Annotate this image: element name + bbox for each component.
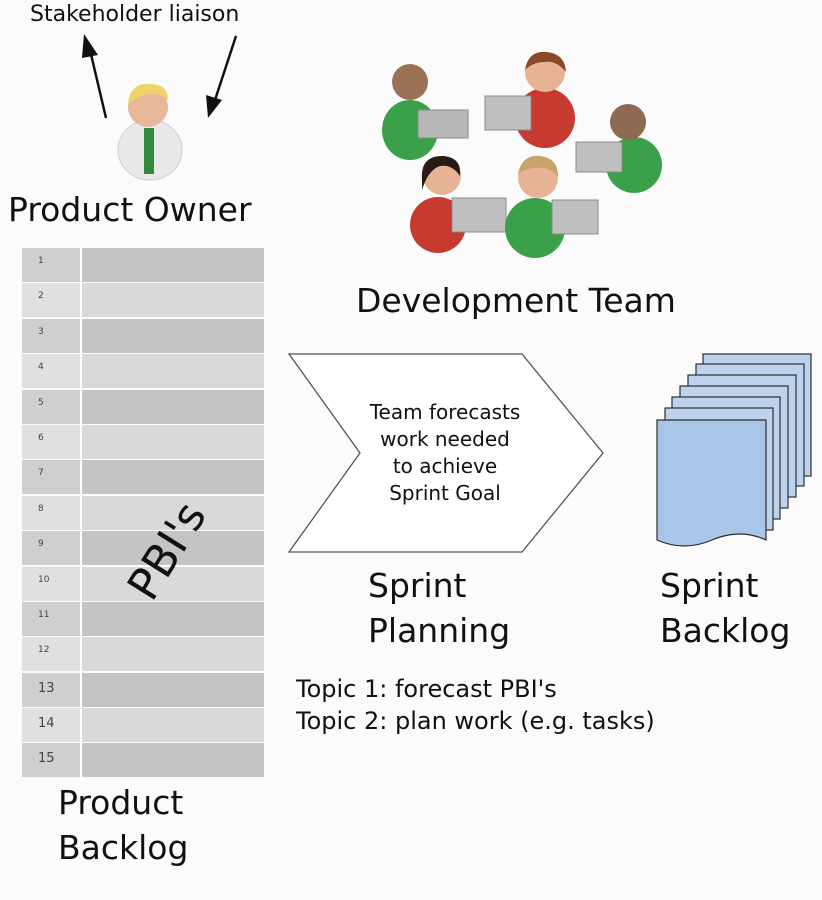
backlog-row: 8 [22, 495, 264, 530]
backlog-item-number: 8 [22, 495, 82, 530]
arrow-text-line2: work needed [380, 427, 510, 451]
backlog-row: 13 [22, 672, 264, 707]
sprint-backlog-title-line2: Backlog [660, 611, 791, 650]
backlog-row: 12 [22, 637, 264, 672]
backlog-item-number: 3 [22, 318, 82, 353]
liaison-arrow-down [206, 35, 238, 118]
backlog-item-number: 7 [22, 460, 82, 495]
backlog-item-number: 13 [22, 672, 82, 707]
sprint-planning-title: Sprint Planning [368, 563, 510, 653]
backlog-item-cell [82, 424, 264, 459]
backlog-item-cell [82, 318, 264, 353]
product-owner-title: Product Owner [8, 190, 252, 229]
topic-2: Topic 2: plan work (e.g. tasks) [296, 707, 655, 735]
backlog-row: 9 [22, 531, 264, 566]
arrow-text-line3: to achieve [392, 454, 498, 478]
backlog-item-number: 5 [22, 389, 82, 424]
development-team-title: Development Team [356, 281, 676, 320]
backlog-item-number: 12 [22, 637, 82, 672]
arrow-text-line1: Team forecasts [369, 400, 521, 424]
backlog-row: 15 [22, 743, 264, 778]
backlog-item-number: 6 [22, 424, 82, 459]
backlog-item-number: 15 [22, 743, 82, 778]
backlog-item-cell [82, 566, 264, 601]
backlog-row: 4 [22, 354, 264, 389]
backlog-item-cell [82, 495, 264, 530]
stakeholder-liaison-label: Stakeholder liaison [30, 2, 240, 27]
planning-topics: Topic 1: forecast PBI's Topic 2: plan wo… [296, 673, 655, 737]
backlog-item-cell [82, 531, 264, 566]
arrow-text-line4: Sprint Goal [389, 481, 501, 505]
topic-1: Topic 1: forecast PBI's [296, 675, 557, 703]
backlog-item-cell [82, 708, 264, 743]
backlog-item-number: 1 [22, 248, 82, 282]
sprint-backlog-title: Sprint Backlog [660, 563, 790, 653]
backlog-item-number: 11 [22, 601, 82, 636]
sprint-backlog-icon [656, 353, 812, 547]
backlog-row: 6 [22, 424, 264, 459]
backlog-item-cell [82, 672, 264, 707]
sprint-planning-title-line1: Sprint [368, 566, 467, 605]
backlog-row: 14 [22, 708, 264, 743]
backlog-row: 3 [22, 318, 264, 353]
product-backlog-title-line2: Backlog [58, 828, 189, 867]
backlog-item-cell [82, 389, 264, 424]
backlog-item-number: 14 [22, 708, 82, 743]
backlog-row: 7 [22, 460, 264, 495]
backlog-item-cell [82, 354, 264, 389]
product-backlog-list: 1 2 3 4 5 6 7 8 9 10 11 12 13 14 15 [22, 248, 264, 779]
sprint-backlog-title-line1: Sprint [660, 566, 759, 605]
product-backlog-title: Product Backlog [58, 780, 188, 870]
backlog-item-number: 10 [22, 566, 82, 601]
backlog-row: 5 [22, 389, 264, 424]
sprint-planning-title-line2: Planning [368, 611, 511, 650]
development-team-icon [382, 51, 662, 258]
backlog-item-cell [82, 248, 264, 282]
backlog-item-cell [82, 283, 264, 318]
sprint-planning-arrow [287, 353, 604, 553]
backlog-row: 10 [22, 566, 264, 601]
backlog-item-cell [82, 637, 264, 672]
backlog-row: 11 [22, 601, 264, 636]
backlog-item-number: 9 [22, 531, 82, 566]
backlog-row: 2 [22, 283, 264, 318]
backlog-row: 1 [22, 248, 264, 282]
backlog-item-number: 2 [22, 283, 82, 318]
product-owner-icon [117, 83, 183, 181]
backlog-item-cell [82, 743, 264, 778]
liaison-arrow-up [82, 34, 108, 119]
backlog-item-number: 4 [22, 354, 82, 389]
sprint-planning-arrow-text: Team forecasts work needed to achieve Sp… [330, 399, 560, 507]
product-backlog-title-line1: Product [58, 783, 184, 822]
backlog-item-cell [82, 460, 264, 495]
backlog-item-cell [82, 601, 264, 636]
